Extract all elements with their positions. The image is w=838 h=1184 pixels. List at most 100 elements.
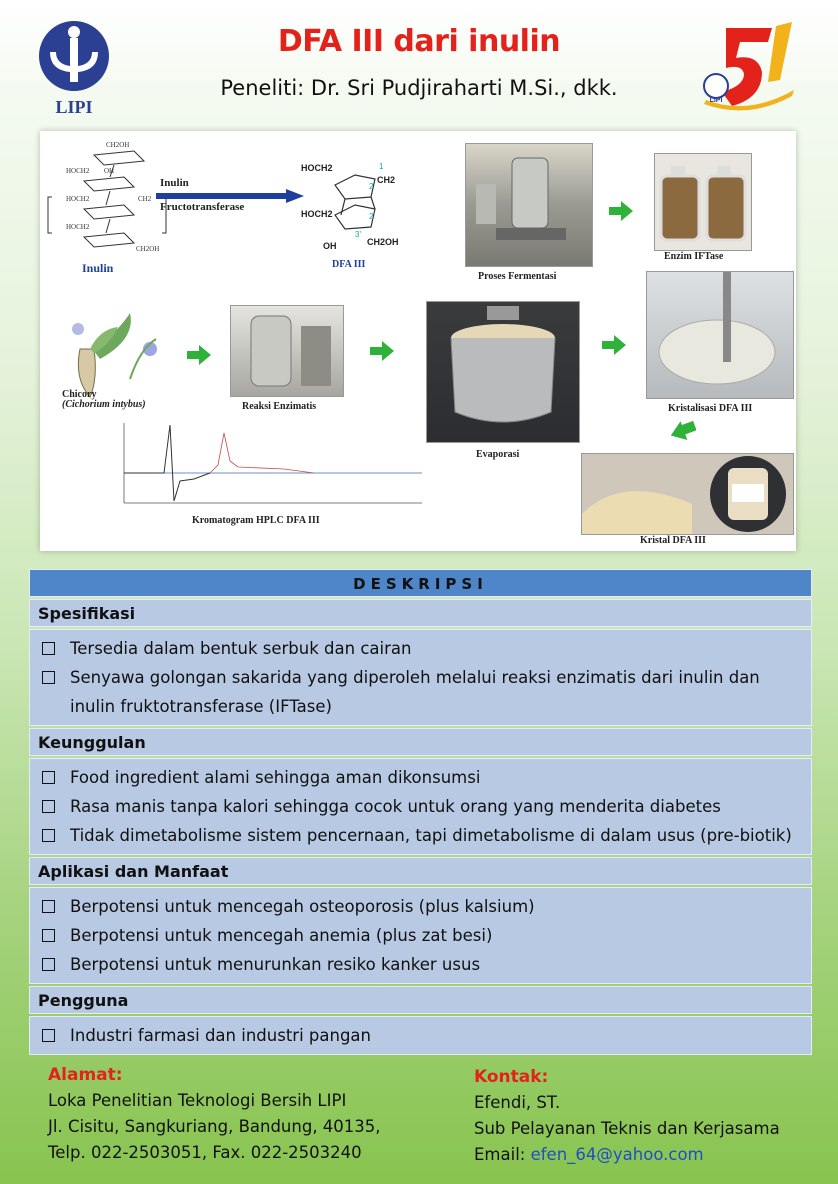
contact-name: Efendi, ST. [474, 1093, 561, 1112]
list-item: Industri farmasi dan industri pangan [40, 1021, 803, 1050]
lipi-logo: LIPI [36, 18, 112, 118]
contact-unit: Sub Pelayanan Teknis dan Kerjasama [474, 1119, 780, 1138]
list-item-text: Rasa manis tanpa kalori sehingga cocok u… [70, 797, 721, 816]
list-item-text: Tidak dimetabolisme sistem pencernaan, t… [70, 826, 792, 845]
list-item: Tersedia dalam bentuk serbuk dan cairan [40, 634, 803, 663]
section-items: Tersedia dalam bentuk serbuk dan cairan … [29, 629, 812, 726]
svg-text:1: 1 [379, 162, 384, 171]
address-line: Telp. 022-2503051, Fax. 022-2503240 [48, 1143, 362, 1162]
green-arrow-down-icon [670, 420, 697, 446]
list-item: Berpotensi untuk mencegah osteoporosis (… [40, 892, 803, 921]
chem-label: CH2 [138, 195, 152, 203]
chem-label: CH2OH [136, 245, 159, 253]
checkbox-icon [42, 958, 55, 971]
chicory-illustration [60, 309, 170, 399]
label-reaksi: Reaksi Enzimatis [242, 401, 317, 412]
checkbox-icon [42, 900, 55, 913]
green-arrow-icon [602, 335, 626, 355]
inulin-structure-diagram: CH2OH HOCH2 OH HOCH2 CH2 HOCH2 CH2OH [47, 141, 167, 253]
green-arrow-icon [609, 201, 633, 221]
page-subtitle: Peneliti: Dr. Sri Pudjiraharti M.Si., dk… [220, 76, 618, 100]
checkbox-icon [42, 929, 55, 942]
hplc-chromatogram [123, 423, 422, 504]
chem-label: CH2OH [106, 141, 129, 149]
address-label: Alamat: [48, 1065, 123, 1085]
label-enzim: Enzim IFTase [664, 251, 724, 262]
crystallization-photo [646, 271, 794, 399]
svg-text:3': 3' [355, 230, 361, 239]
enzyme-photo [654, 153, 752, 251]
green-arrow-icon [370, 341, 394, 361]
label-arrow-top: Inulin [160, 177, 189, 189]
evaporation-photo [426, 301, 580, 443]
checkbox-icon [42, 671, 55, 684]
list-item-text: Senyawa golongan sakarida yang diperoleh… [70, 668, 760, 716]
reaction-photo [230, 305, 344, 397]
address-block: Alamat: Loka Penelitian Teknologi Bersih… [48, 1062, 381, 1166]
list-item-text: Industri farmasi dan industri pangan [70, 1026, 371, 1045]
svg-text:2: 2 [369, 182, 374, 191]
checkbox-icon [42, 1029, 55, 1042]
chem-label: CH2 [377, 175, 395, 185]
checkbox-icon [42, 800, 55, 813]
label-evaporasi: Evaporasi [476, 449, 520, 460]
chem-label: HOCH2 [301, 163, 333, 173]
list-item-text: Berpotensi untuk menurunkan resiko kanke… [70, 955, 481, 974]
list-item: Food ingredient alami sehingga aman diko… [40, 763, 803, 792]
list-item: Berpotensi untuk mencegah anemia (plus z… [40, 921, 803, 950]
list-item: Tidak dimetabolisme sistem pencernaan, t… [40, 821, 803, 850]
checkbox-icon [42, 642, 55, 655]
chem-label: OH [104, 167, 114, 175]
label-fermentasi: Proses Fermentasi [478, 271, 557, 282]
lipi-logo-text: LIPI [55, 97, 92, 117]
label-kristal: Kristal DFA III [640, 535, 706, 546]
chem-label: HOCH2 [301, 209, 333, 219]
label-inulin: Inulin [82, 261, 114, 275]
checkbox-icon [42, 771, 55, 784]
fermentation-photo [465, 143, 593, 267]
checkbox-icon [42, 829, 55, 842]
address-line: Loka Penelitian Teknologi Bersih LIPI [48, 1091, 347, 1110]
list-item-text: Food ingredient alami sehingga aman diko… [70, 768, 481, 787]
section-title: Aplikasi dan Manfaat [29, 857, 812, 885]
contact-email-line: Email: efen_64@yahoo.com [474, 1142, 780, 1168]
green-arrow-icon [187, 345, 211, 365]
email-prefix: Email: [474, 1145, 531, 1164]
chem-label: CH2OH [367, 237, 399, 247]
label-chicory: Chicory [62, 389, 97, 400]
section-title: Keunggulan [29, 728, 812, 756]
list-item-text: Berpotensi untuk mencegah osteoporosis (… [70, 897, 535, 916]
list-item: Senyawa golongan sakarida yang diperoleh… [40, 663, 803, 721]
anniversary-logo: LIPI [696, 20, 800, 120]
reaction-arrow-icon [156, 189, 304, 203]
label-kromatogram: Kromatogram HPLC DFA III [192, 515, 320, 526]
description-header: DESKRIPSI [29, 569, 812, 597]
label-kristalisasi: Kristalisasi DFA III [668, 403, 753, 414]
section-items: Berpotensi untuk mencegah osteoporosis (… [29, 887, 812, 984]
description-table: DESKRIPSI Spesifikasi Tersedia dalam ben… [29, 569, 812, 1057]
label-arrow-bottom: Fructotransferase [160, 201, 245, 213]
chem-label: HOCH2 [66, 167, 90, 175]
crystal-photo [581, 453, 794, 535]
section-title: Spesifikasi [29, 599, 812, 627]
email-link[interactable]: efen_64@yahoo.com [530, 1145, 704, 1164]
contact-label: Kontak: [474, 1067, 549, 1087]
chem-label: HOCH2 [66, 223, 90, 231]
address-line: Jl. Cisitu, Sangkuriang, Bandung, 40135, [48, 1117, 381, 1136]
page-title: DFA III dari inulin [277, 24, 561, 59]
lipi-logo-icon: LIPI [39, 21, 109, 117]
dfa-structure-diagram: HOCH2 CH2 HOCH2 OH CH2OH 1 2 2' 3' [301, 162, 399, 251]
section-items: Industri farmasi dan industri pangan [29, 1016, 812, 1055]
label-dfa: DFA III [332, 259, 366, 270]
list-item-text: Tersedia dalam bentuk serbuk dan cairan [70, 639, 412, 658]
list-item: Rasa manis tanpa kalori sehingga cocok u… [40, 792, 803, 821]
label-chicory-latin: (Cichorium intybus) [62, 399, 146, 410]
list-item: Berpotensi untuk menurunkan resiko kanke… [40, 950, 803, 979]
list-item-text: Berpotensi untuk mencegah anemia (plus z… [70, 926, 493, 945]
section-items: Food ingredient alami sehingga aman diko… [29, 758, 812, 855]
chem-label: OH [323, 241, 337, 251]
process-figure: CH2OH HOCH2 OH HOCH2 CH2 HOCH2 CH2OH Inu… [40, 131, 796, 551]
chem-label: HOCH2 [66, 195, 90, 203]
section-title: Pengguna [29, 986, 812, 1014]
svg-text:2': 2' [369, 212, 375, 221]
